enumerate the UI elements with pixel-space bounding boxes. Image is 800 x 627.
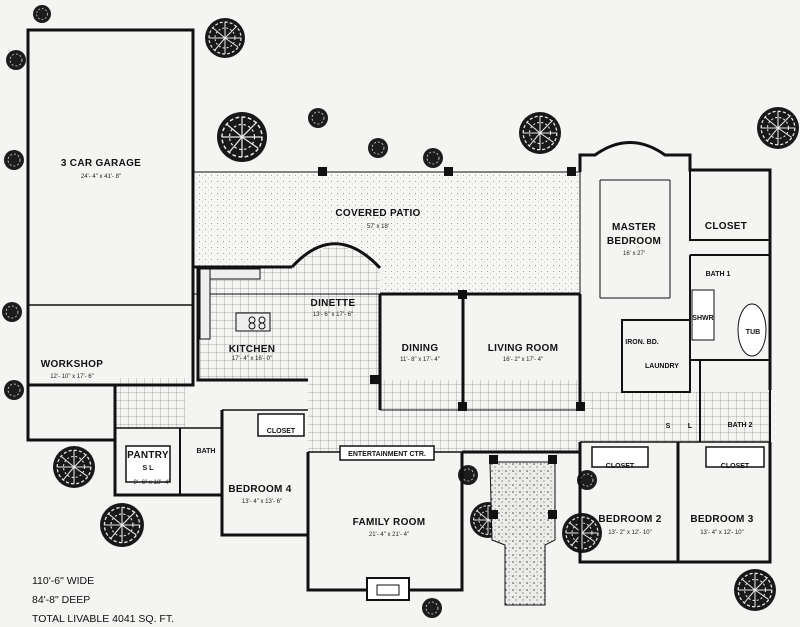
entertainment-label: ENTERTAINMENT CTR. [348, 451, 426, 458]
workshop-label: WORKSHOP [41, 359, 103, 370]
pantry-dim: 9'- 6" x 18'- 4" [134, 480, 171, 486]
bath2-label: BATH 2 [728, 422, 753, 429]
closet-bedroom4-label: CLOSET [267, 428, 296, 435]
dinette-floor [292, 246, 380, 380]
width-label: 110'-6" WIDE [32, 575, 94, 587]
master-dim: 16' x 27' [623, 251, 645, 257]
pantry-shelf-label: S L [143, 465, 155, 472]
bedroom2-label: BEDROOM 2 [598, 514, 661, 525]
bedroom2-dim: 13'- 2" x 12'- 10" [608, 530, 652, 536]
laundry-label: LAUNDRY [645, 363, 679, 370]
hall-shelf-left: S [666, 423, 671, 430]
bedroom4-label: BEDROOM 4 [228, 484, 291, 495]
walls [26, 28, 772, 592]
plan-info: 110'-6" WIDE 84'-8" DEEP TOTAL LIVABLE 4… [32, 575, 174, 625]
garage-dim: 24'- 4" x 41'- 8" [81, 174, 121, 180]
bath1-label: BATH 1 [706, 271, 731, 278]
bedroom3-dim: 13'- 4" x 12'- 10" [700, 530, 744, 536]
ironing-board-label: IRON. BD. [625, 339, 659, 346]
shower-label: SHWR [692, 315, 713, 322]
walkway [489, 461, 556, 606]
workshop-dim: 12'- 10" x 17'- 6" [50, 374, 94, 380]
master-closet-label: CLOSET [705, 221, 747, 232]
closet-bedroom4-box [257, 413, 305, 437]
master-label-1: MASTER [612, 222, 656, 233]
kitchen-fixtures [199, 268, 271, 340]
entertainment-center [339, 445, 435, 461]
dining-label: DINING [402, 343, 439, 354]
garage-label: 3 CAR GARAGE [61, 158, 141, 169]
patio-dim: 57' x 18' [367, 224, 389, 230]
pantry-box [125, 445, 171, 483]
bedroom3-label: BEDROOM 3 [690, 514, 753, 525]
family-room-label: FAMILY ROOM [353, 517, 426, 528]
master-label-2: BEDROOM [607, 236, 661, 247]
living-dim: 16'- 2" x 17'- 4" [503, 357, 543, 363]
pantry-label: PANTRY [127, 450, 169, 461]
hall-floor [580, 392, 770, 442]
closet-bedroom3-box [705, 446, 765, 468]
kitchen-label: KITCHEN [229, 344, 276, 355]
gallery-floor [308, 380, 580, 452]
fireplace [366, 577, 410, 601]
patio-label: COVERED PATIO [335, 208, 420, 219]
dining-dim: 11'- 8" x 17'- 4" [400, 357, 440, 363]
columns [318, 167, 585, 519]
closet-bedroom3-label: CLOSET [721, 463, 750, 470]
hall-shelf-right: L [688, 423, 693, 430]
total-livable-label: TOTAL LIVABLE 4041 SQ. FT. [32, 613, 174, 625]
bedroom4-dim: 13'- 4" x 13'- 6" [242, 499, 282, 505]
tub-label: TUB [746, 329, 760, 336]
closet-bedroom2-label: CLOSET [606, 463, 635, 470]
family-room-dim: 21'- 4" x 21'- 4" [369, 532, 409, 538]
living-label: LIVING ROOM [488, 343, 559, 354]
depth-label: 84'-8" DEEP [32, 594, 90, 606]
bath-label: BATH [197, 448, 216, 455]
master-bath-fixtures [691, 289, 767, 357]
dinette-dim: 13'- 6" x 17'- 6" [313, 312, 353, 318]
room-labels: 3 CAR GARAGE 24'- 4" x 41'- 8" COVERED P… [41, 158, 760, 538]
dinette-label: DINETTE [311, 298, 356, 309]
closet-bedroom2-box [591, 446, 649, 468]
kitchen-dim: 17'- 4" x 16'- 0" [232, 356, 272, 362]
